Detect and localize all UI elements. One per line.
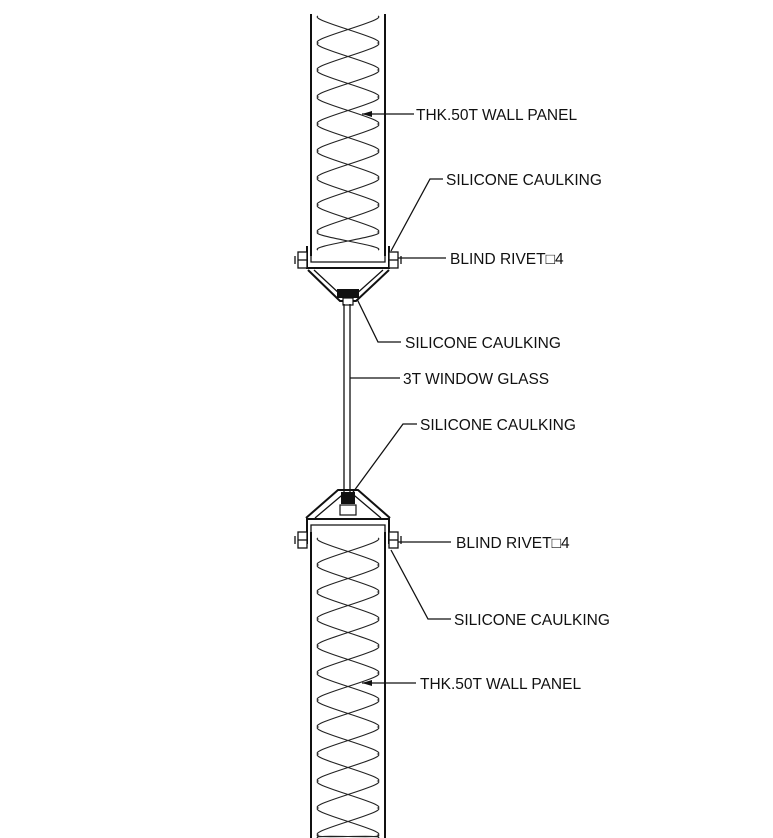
insulation-wave-2 [316,537,380,838]
bottom-wall-panel [310,532,386,838]
label-window-glass: 3T WINDOW GLASS [403,371,549,388]
leader-caulking-bottom-glass [350,423,417,496]
top-wall-panel [310,14,386,256]
leader-wall-panel-bottom [362,680,416,686]
top-left-rivet [294,251,308,269]
label-caulking-top-outer: SILICONE CAULKING [446,172,602,189]
bottom-right-rivet [388,531,402,549]
insulation-wave-1 [316,537,380,838]
insulation-wave-2 [316,15,380,251]
window-glass [343,304,351,495]
label-rivet-bottom: BLIND RIVET□4 [456,535,570,552]
leader-caulking-top-outer [390,178,443,252]
label-caulking-top-glass: SILICONE CAULKING [405,335,561,352]
top-glass-gasket [337,289,359,306]
insulation-wave-1 [316,15,380,251]
leader-wall-panel-top [362,111,414,117]
top-right-rivet [388,251,402,269]
label-caulking-bottom-outer: SILICONE CAULKING [454,612,610,629]
label-wall-panel-top: THK.50T WALL PANEL [416,107,577,124]
leader-caulking-bottom-outer [390,549,451,620]
leader-caulking-top-glass [356,298,401,343]
label-wall-panel-bottom: THK.50T WALL PANEL [420,676,581,693]
bottom-left-rivet [294,531,308,549]
label-caulking-bottom-glass: SILICONE CAULKING [420,417,576,434]
label-rivet-top: BLIND RIVET□4 [450,251,564,268]
top-panel-insulation [316,15,380,251]
bottom-panel-insulation [316,537,380,838]
